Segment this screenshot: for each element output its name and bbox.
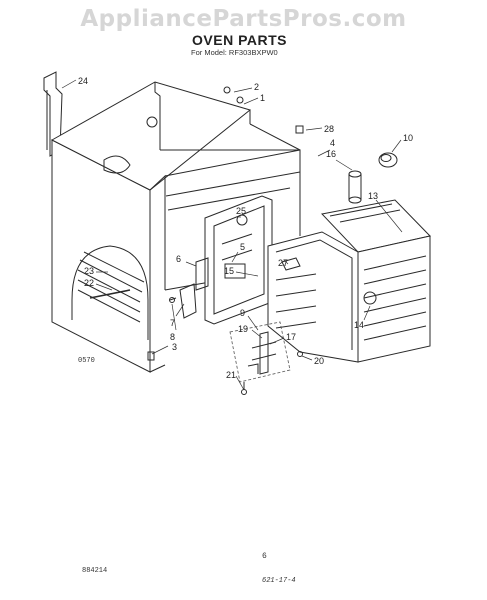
callout-28: 28 <box>324 124 334 134</box>
callout-6: 6 <box>176 254 181 264</box>
callout-27: 27 <box>278 258 288 268</box>
clip-part <box>295 125 304 134</box>
callout-17: 17 <box>286 332 296 342</box>
callout-15: 15 <box>224 266 234 276</box>
callout-21: 21 <box>226 370 236 380</box>
callout-1: 1 <box>260 93 265 103</box>
callout-4: 4 <box>330 138 335 148</box>
diagram-title: OVEN PARTS <box>192 32 287 48</box>
page-number: 6 <box>262 552 267 561</box>
date-code: 621-17-4 <box>262 577 296 585</box>
vent-tube-part <box>348 170 362 204</box>
leader-lines <box>61 79 403 391</box>
callout-7: 7 <box>170 318 175 328</box>
front-frame-assembly <box>195 195 273 325</box>
plug-cap-part <box>378 152 398 168</box>
callout-23: 23 <box>84 266 94 276</box>
callout-2: 2 <box>254 82 259 92</box>
watermark: AppliancePartsPros.com <box>80 6 407 32</box>
figure-code: 0570 <box>78 357 95 365</box>
callout-16: 16 <box>326 149 336 159</box>
callout-3: 3 <box>172 342 177 352</box>
callout-20: 20 <box>314 356 324 366</box>
callout-8: 8 <box>170 332 175 342</box>
callout-13: 13 <box>368 191 378 201</box>
oven-cabinet <box>50 81 301 373</box>
callout-labels: 24 2 1 28 10 4 16 13 25 6 5 15 27 23 22 … <box>78 76 413 380</box>
callout-9: 9 <box>240 308 245 318</box>
callout-25: 25 <box>236 206 246 216</box>
callout-19: 19 <box>238 324 248 334</box>
callout-24: 24 <box>78 76 88 86</box>
callout-22: 22 <box>84 278 94 288</box>
callout-10: 10 <box>403 133 413 143</box>
callout-5: 5 <box>240 242 245 252</box>
oven-liner-assembly <box>267 199 431 363</box>
callout-14: 14 <box>354 320 364 330</box>
model-subtitle: For Model: RF303BXPW0 <box>191 48 278 57</box>
hinge-bracket-part <box>147 283 197 361</box>
screw-part <box>223 86 231 94</box>
document-number: 884214 <box>82 567 108 575</box>
